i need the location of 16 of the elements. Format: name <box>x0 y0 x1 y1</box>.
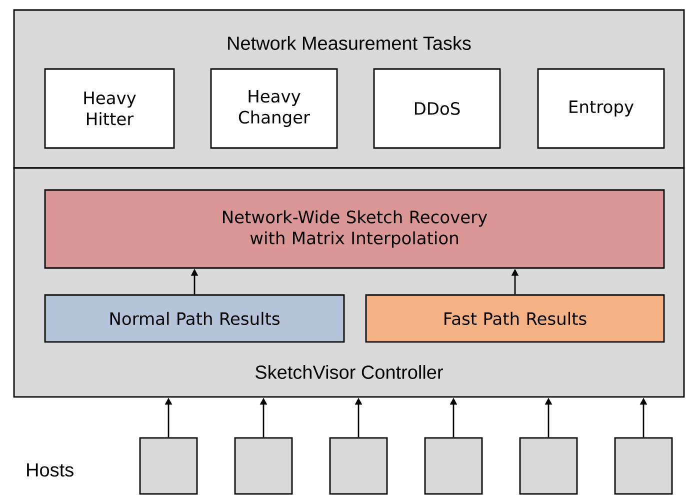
host-box <box>234 437 293 495</box>
task-box: DDoS <box>373 68 501 149</box>
row-label: Hosts <box>27 463 74 477</box>
host-box <box>614 437 673 495</box>
panel-title: SketchVisor Controller <box>256 365 443 379</box>
process-box: Network-Wide Sketch Recovery with Matrix Interpolation <box>44 189 665 269</box>
host-box <box>519 437 578 495</box>
process-box: Normal Path Results <box>44 294 345 343</box>
task-box: Heavy Hitter <box>44 68 175 149</box>
host-box <box>424 437 483 495</box>
process-box: Fast Path Results <box>365 294 665 343</box>
panel-title: Network Measurement Tasks <box>228 36 471 50</box>
task-box: Heavy Changer <box>210 68 338 149</box>
task-box: Entropy <box>537 68 665 149</box>
host-box <box>139 437 198 495</box>
host-box <box>329 437 388 495</box>
